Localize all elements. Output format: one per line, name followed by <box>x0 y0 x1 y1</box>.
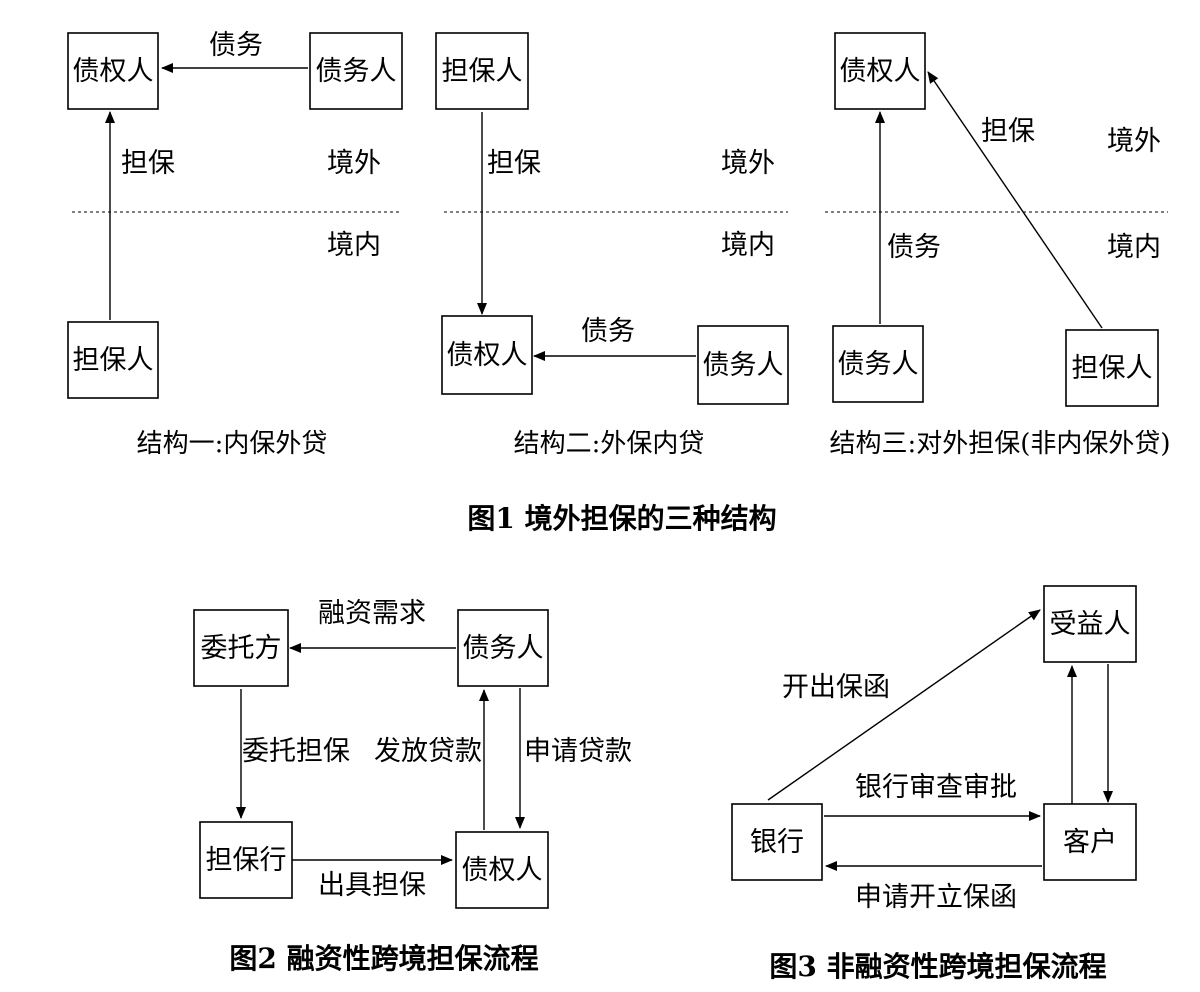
guarantee-bank-box <box>199 821 293 899</box>
apply-loan-label: 申请贷款 <box>524 736 632 767</box>
region-inside-1: 境内 <box>327 230 381 261</box>
creditor-box-1 <box>67 32 159 110</box>
beneficiary-box <box>1043 585 1137 663</box>
guarantor-box-3 <box>1065 329 1159 407</box>
debtor-box-1 <box>309 32 403 110</box>
figure-3-title: 图3 非融资性跨境担保流程 <box>769 950 1106 983</box>
guarantee-label-1: 担保 <box>121 148 175 179</box>
region-inside-2: 境内 <box>721 230 775 261</box>
beneficiary-label: 受益人 <box>1050 609 1131 640</box>
creditor-label-1: 债权人 <box>73 56 154 87</box>
guarantor-label-2: 担保人 <box>442 56 523 87</box>
creditor-box-fig2 <box>455 831 549 909</box>
customer-label: 客户 <box>1063 827 1117 858</box>
apply-letter-label: 申请开立保函 <box>855 882 1017 913</box>
guarantor-label-1: 担保人 <box>73 345 154 376</box>
entrustor-label: 委托方 <box>201 633 282 664</box>
issue-letter-arrow <box>767 609 1041 801</box>
bank-box <box>731 803 823 881</box>
debtor-label-1: 债务人 <box>316 56 397 87</box>
debt-label-3: 债务 <box>887 232 941 263</box>
issue-guarantee-label: 出具担保 <box>318 870 426 901</box>
creditor-box-3 <box>834 32 926 110</box>
entrusted-guarantee-label: 委托担保 <box>242 736 350 767</box>
debtor-box-fig2 <box>457 609 549 687</box>
structure-3: 债权人 债务人 担保人 担保 债务 境外 境内 结构三:对外担保(非内保外贷) <box>825 32 1171 459</box>
region-outside-3: 境外 <box>1107 126 1161 157</box>
guarantee-arrow-3 <box>927 71 1103 329</box>
debtor-label-3: 债务人 <box>838 349 919 380</box>
structure-3-caption: 结构三:对外担保(非内保外贷) <box>829 429 1170 459</box>
figure-2: 委托方 债务人 担保行 债权人 融资需求 委托担保 发放贷款 申请贷款 出具担保… <box>193 598 632 975</box>
guarantor-label-3: 担保人 <box>1072 353 1153 384</box>
structure-2-caption: 结构二:外保内贷 <box>514 429 705 459</box>
structure-1-caption: 结构一:内保外贷 <box>137 429 328 459</box>
creditor-label-3: 债权人 <box>840 56 921 87</box>
bank-label: 银行 <box>750 827 804 858</box>
region-outside-2: 境外 <box>721 148 775 179</box>
guarantee-label-3: 担保 <box>981 116 1035 147</box>
guarantee-bank-label: 担保行 <box>206 845 287 876</box>
figure-3: 受益人 银行 客户 开出保函 银行审查审批 申请开立保函 图3 非融资性跨境担保… <box>731 585 1137 983</box>
bank-review-label: 银行审查审批 <box>855 772 1017 803</box>
guarantee-label-2: 担保 <box>487 148 541 179</box>
creditor-label-fig2: 债权人 <box>462 855 543 886</box>
issue-loan-label: 发放贷款 <box>374 736 482 767</box>
debtor-box-2 <box>697 325 789 405</box>
creditor-label-2: 债权人 <box>447 340 528 371</box>
debtor-label-2: 债务人 <box>703 350 784 381</box>
creditor-box-2 <box>441 315 533 395</box>
debt-label-2: 债务 <box>581 316 635 347</box>
debt-label-1: 债务 <box>209 30 263 61</box>
structure-1: 债权人 债务人 担保人 债务 担保 境外 境内 结构一:内保外贷 <box>67 30 403 459</box>
structure-2: 担保人 债权人 债务人 担保 债务 境外 境内 结构二:外保内贷 <box>435 32 789 459</box>
figure-1: 债权人 债务人 担保人 债务 担保 境外 境内 结构一:内保外贷 担保人 债权人… <box>67 30 1171 535</box>
debtor-label-fig2: 债务人 <box>463 633 544 664</box>
debtor-box-3 <box>832 325 924 403</box>
customer-box <box>1043 803 1137 881</box>
financing-need-label: 融资需求 <box>318 598 426 629</box>
region-inside-3: 境内 <box>1107 232 1161 263</box>
guarantor-box-2 <box>435 32 529 110</box>
guarantor-box-1 <box>67 321 159 399</box>
issue-letter-label: 开出保函 <box>782 672 890 703</box>
region-outside-1: 境外 <box>327 148 381 179</box>
figure-1-title: 图1 境外担保的三种结构 <box>467 502 776 535</box>
figure-2-title: 图2 融资性跨境担保流程 <box>229 942 538 975</box>
entrustor-box <box>193 609 289 687</box>
